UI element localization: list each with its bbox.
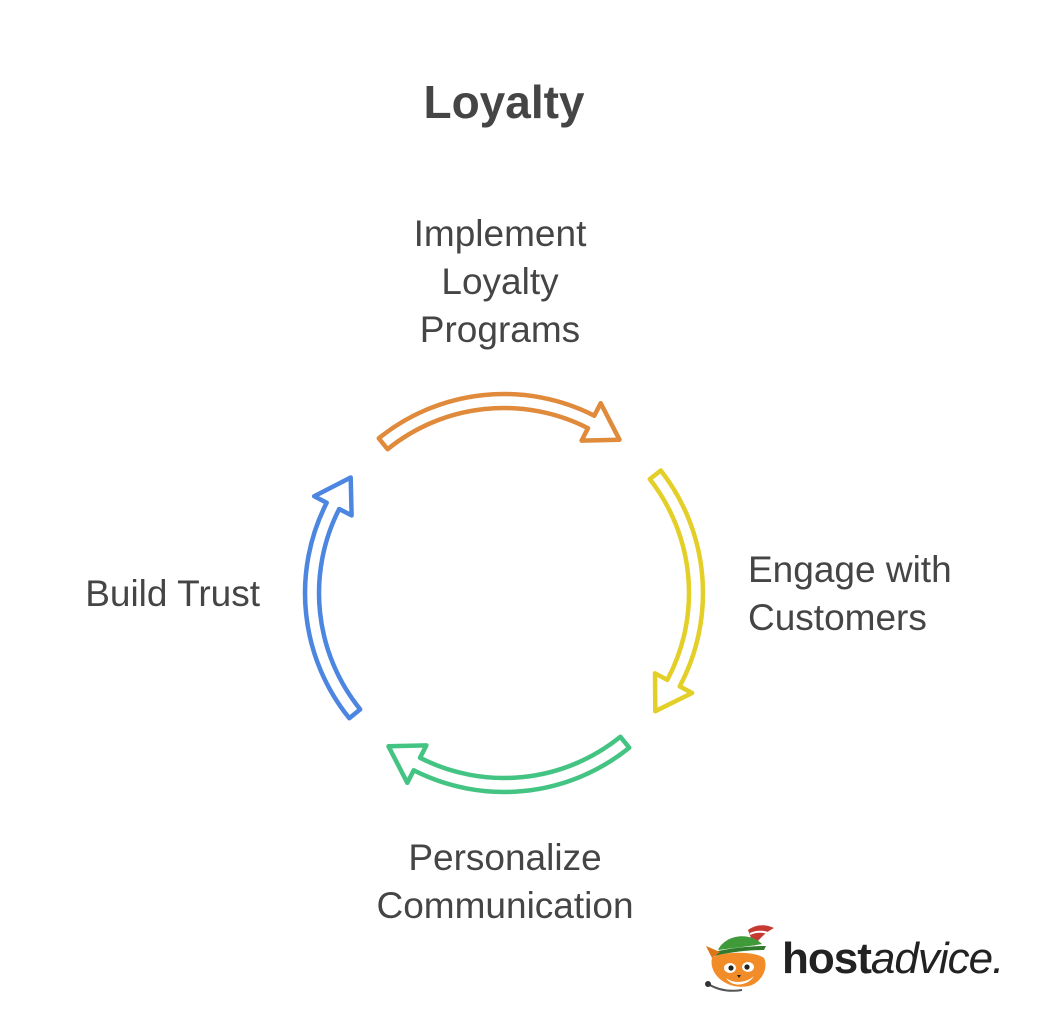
logo-wordmark: hostadvice. (782, 932, 1004, 986)
step-label-line: Build Trust (85, 573, 260, 614)
step-label-line: Customers (748, 597, 927, 638)
arrow-engage-with-customers (647, 468, 706, 714)
fox-mascot-icon (705, 925, 774, 992)
step-label-line: Engage with (748, 549, 952, 590)
step-label-line: Communication (376, 885, 634, 926)
arrow-build-trust (302, 475, 363, 721)
step-label-line: Implement (413, 213, 587, 254)
step-label-line: Personalize (408, 837, 602, 878)
logo-wordmark-light: advice. (870, 934, 1004, 983)
step-label-line: Programs (419, 309, 581, 350)
arrow-personalize-communication (386, 734, 632, 795)
step-label-build-trust: Build Trust (40, 570, 260, 618)
step-label-implement-loyalty-programs: Implement Loyalty Programs (300, 210, 700, 354)
diagram-title: Loyalty (423, 76, 585, 128)
step-label-line: Loyalty (441, 261, 559, 302)
step-label-personalize-communication: Personalize Communication (305, 834, 705, 930)
step-label-engage-with-customers: Engage with Customers (748, 546, 952, 642)
arrow-implement-loyalty-programs (376, 391, 622, 452)
hostadvice-logo: hostadvice. (704, 920, 1014, 1000)
logo-wordmark-bold: host (782, 934, 872, 983)
